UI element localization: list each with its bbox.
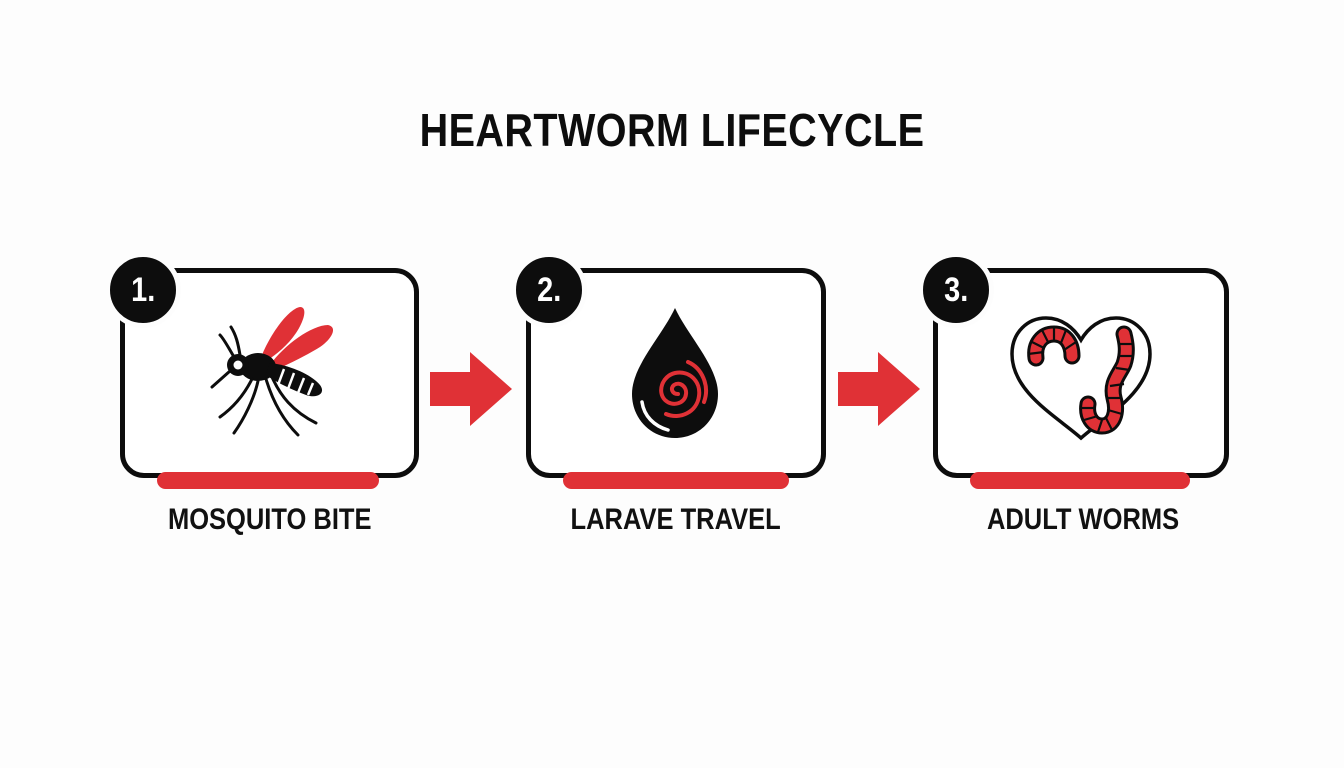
- step-label-3: ADULT WORMS: [986, 503, 1180, 536]
- arrow-right-icon: [430, 352, 512, 426]
- step-label-2: LARAVE TRAVEL: [570, 503, 782, 536]
- step-underline-2: [563, 472, 789, 489]
- arrow-right-icon: [838, 352, 920, 426]
- blood-drop-spiral-icon: [632, 308, 718, 438]
- step-badge-3: 3.: [918, 252, 994, 328]
- step-badge-1: 1.: [105, 252, 181, 328]
- mosquito-icon: [210, 307, 334, 437]
- step-label-1: MOSQUITO BITE: [168, 503, 372, 536]
- step-underline-1: [157, 472, 379, 489]
- heart-worms-icon: [1010, 316, 1152, 441]
- step-badge-2: 2.: [511, 252, 587, 328]
- step-underline-3: [970, 472, 1190, 489]
- diagram-title: HEARTWORM LIFECYCLE: [419, 104, 925, 156]
